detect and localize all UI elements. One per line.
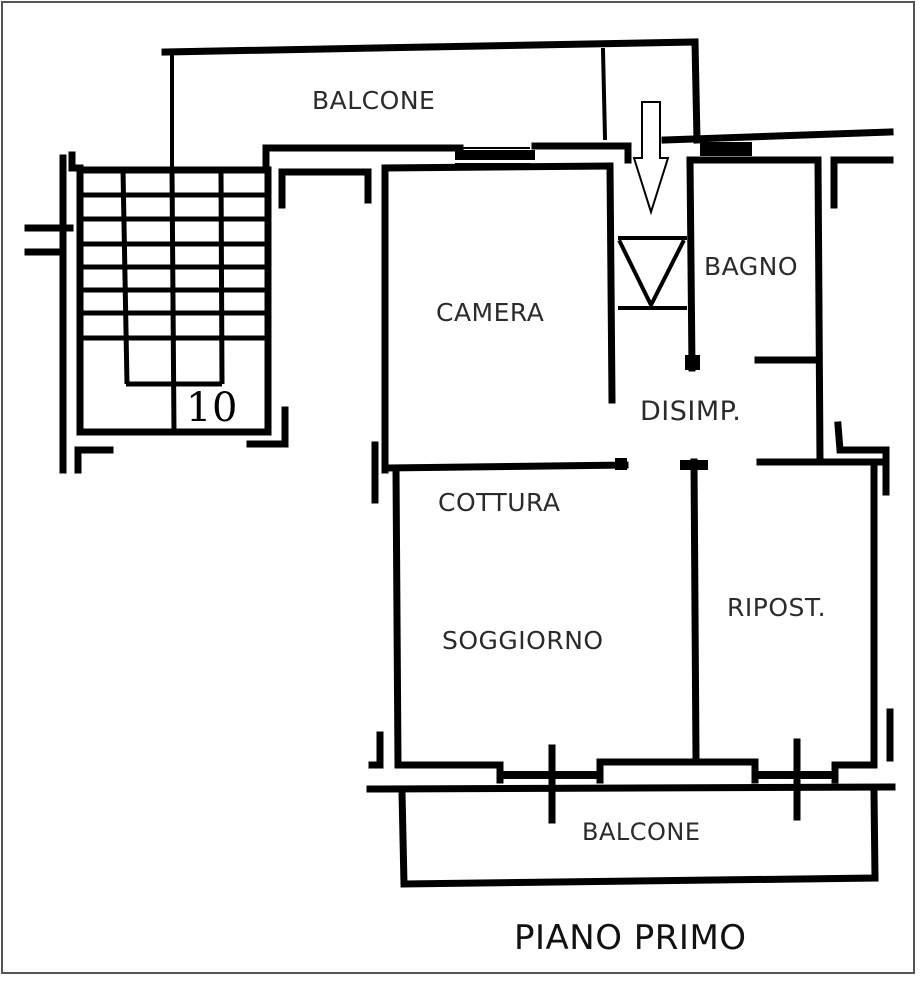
balcony-top-outline [161,38,701,170]
ripost-walls [680,421,894,764]
room-label-bagno: BAGNO [704,252,799,281]
room-label-disimp: DISIMP. [640,396,742,427]
floor-title: PIANO PRIMO [514,918,747,958]
stair-number: 10 [186,385,238,431]
bagno-walls [661,128,894,466]
landing-walls [262,142,632,209]
balcony-bottom-outline [398,788,879,888]
room-label-cottura: COTTURA [438,488,561,517]
south-facade [366,738,896,824]
camera-walls [371,162,629,504]
room-label-camera: CAMERA [436,298,545,327]
shaft [617,236,687,310]
soggiorno-walls [368,466,402,769]
stairwell [24,151,289,474]
room-label-ripost: RIPOST. [727,593,827,622]
room-label-balcone-top: BALCONE [312,86,436,115]
entrance-arrow-icon [632,101,670,216]
room-label-balcone-bottom: BALCONE [582,818,701,846]
room-label-soggiorno: SOGGIORNO [442,626,604,655]
